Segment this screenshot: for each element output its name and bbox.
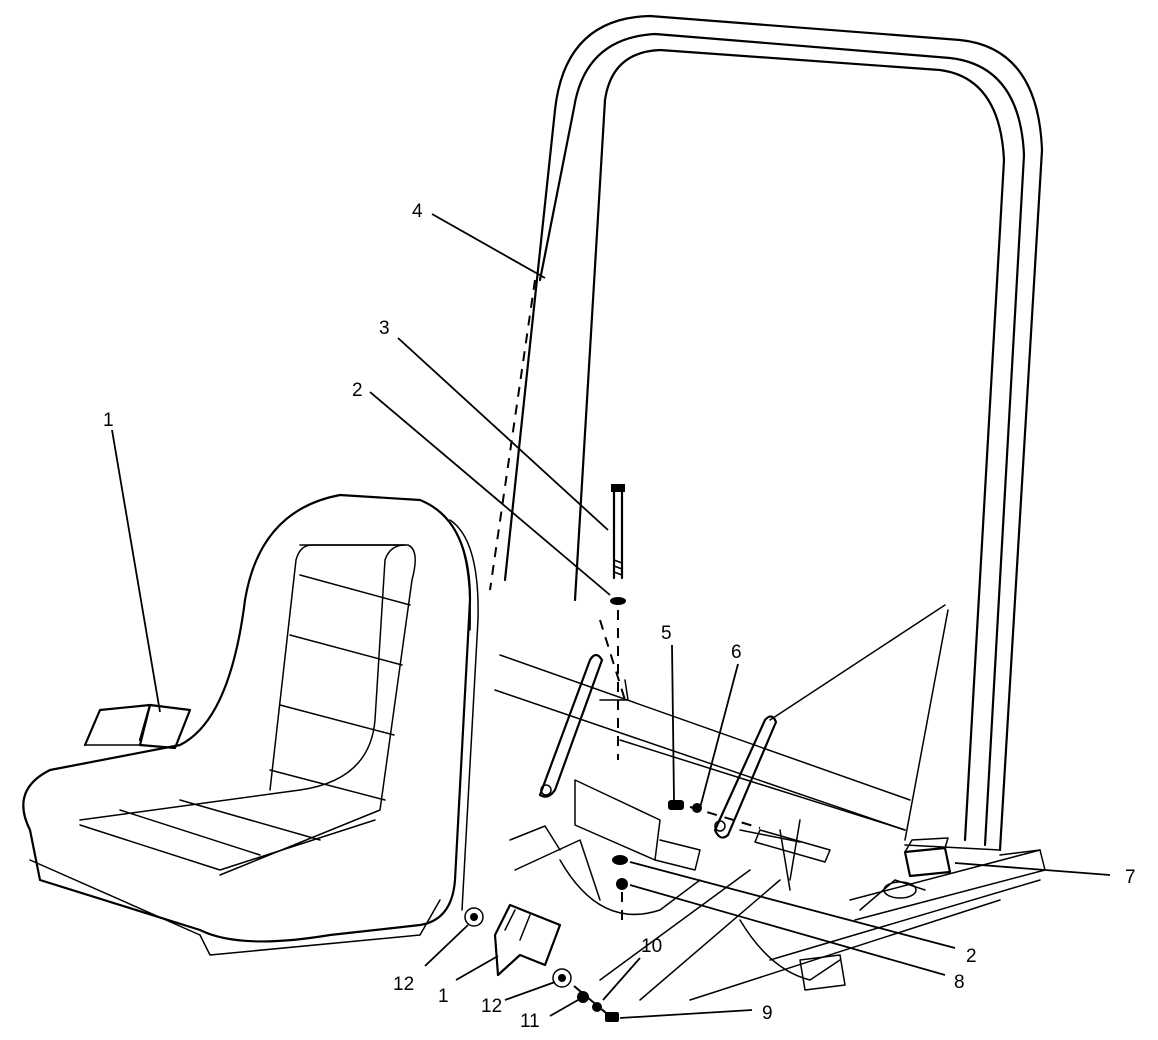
seat-side-bracket [83, 703, 192, 750]
callout-12-left: 12 [393, 974, 414, 995]
callout-1-seat: 1 [103, 410, 114, 431]
callout-5: 5 [661, 623, 672, 644]
callout-10: 10 [641, 936, 662, 957]
washer-6 [692, 803, 702, 813]
callout-3-bolt: 3 [379, 318, 390, 339]
washer-12-left [464, 907, 484, 927]
washer-lower [612, 855, 628, 865]
cross-beam [494, 654, 911, 831]
leader-lines [111, 213, 1111, 1019]
seat [22, 493, 479, 956]
roll-bar [489, 14, 1044, 852]
vertical-bolt-assembly [599, 484, 626, 760]
nut-8 [616, 878, 628, 890]
mounting-block-7 [903, 837, 952, 878]
callout-11: 11 [520, 1011, 540, 1032]
callout-6: 6 [731, 642, 742, 663]
callout-7: 7 [1125, 867, 1136, 888]
washer [610, 597, 626, 605]
callout-9: 9 [762, 1003, 773, 1024]
bolt-head [611, 484, 625, 492]
beam-brackets [538, 653, 778, 839]
small-hardware-5-6 [668, 800, 761, 829]
washer-12-mid [552, 968, 572, 988]
floor-frame [509, 779, 1046, 1001]
callout-4-rollbar: 4 [412, 201, 423, 222]
callout-labels: 1 4 3 2 5 6 7 2 8 9 10 11 12 1 12 [103, 201, 1136, 1032]
callout-1-bracket: 1 [438, 986, 449, 1007]
washer-11 [577, 991, 589, 1003]
callout-12-mid: 12 [481, 996, 502, 1017]
lower-bracket [464, 903, 619, 1022]
callout-2-lower: 2 [966, 946, 977, 967]
nut-5 [668, 800, 684, 810]
lower-hardware-2-8 [612, 855, 628, 920]
callout-2-upper: 2 [352, 380, 363, 401]
callout-8: 8 [954, 972, 965, 993]
